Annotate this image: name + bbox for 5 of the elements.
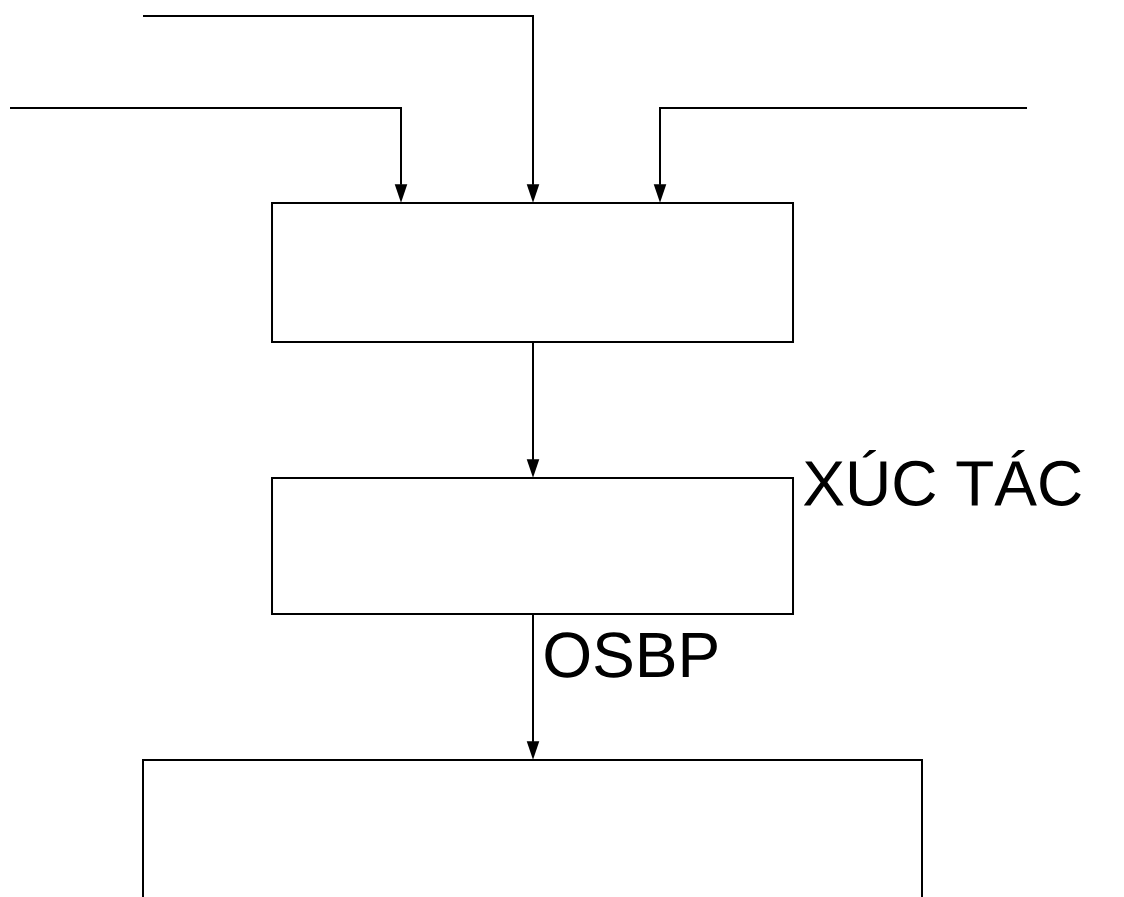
- label: XÚC TÁC: [803, 449, 1081, 507]
- process-box: [271, 202, 794, 343]
- process-box: [142, 759, 923, 897]
- edge-label: OSBP: [541, 631, 722, 679]
- process-box: [271, 477, 794, 615]
